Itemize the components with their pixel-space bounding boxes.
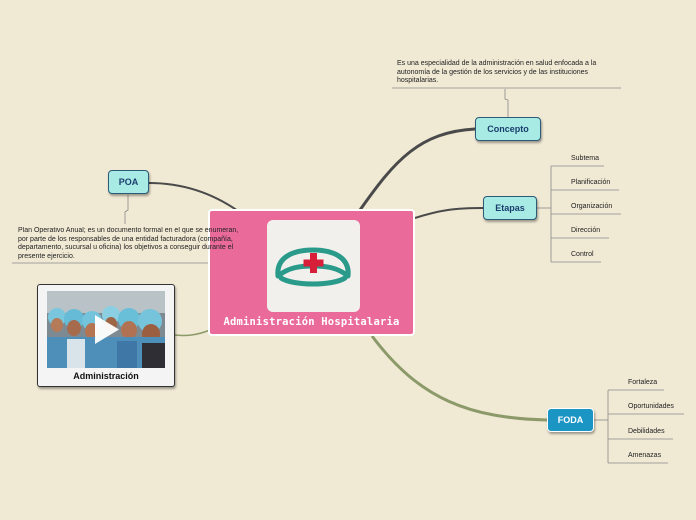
etapas-item-control[interactable]: Control — [571, 251, 594, 258]
topic-foda[interactable]: FODA — [547, 408, 594, 432]
topic-poa-label: POA — [118, 177, 139, 187]
central-title: Administración Hospitalaria — [223, 316, 400, 328]
topic-poa[interactable]: POA — [108, 170, 149, 194]
nurses-photo — [47, 291, 165, 368]
etapas-item-subtema[interactable]: Subtema — [571, 155, 600, 162]
etapas-item-planificacion[interactable]: Planificación — [571, 179, 611, 186]
topic-concepto-label: Concepto — [487, 124, 529, 134]
media-caption: Administración — [73, 371, 139, 381]
media-topic[interactable]: Administración — [37, 284, 175, 387]
foda-item-oportunidades[interactable]: Oportunidades — [628, 403, 674, 410]
poa-note: Plan Operativo Anual; es un documento fo… — [18, 227, 239, 260]
etapas-item-organizacion[interactable]: Organización — [571, 203, 613, 210]
play-icon[interactable] — [47, 291, 165, 368]
concepto-note: Es una especialidad de la administración… — [397, 60, 597, 84]
central-topic[interactable]: Administración Hospitalaria — [208, 209, 415, 336]
foda-item-fortaleza[interactable]: Fortaleza — [628, 379, 658, 386]
nurse-cap-icon — [275, 247, 351, 287]
video-thumbnail[interactable] — [47, 291, 165, 368]
topic-etapas[interactable]: Etapas — [483, 196, 537, 220]
etapas-item-direccion[interactable]: Dirección — [571, 227, 601, 234]
central-icon-box — [267, 220, 360, 312]
topic-foda-label: FODA — [557, 415, 584, 425]
foda-item-amenazas[interactable]: Amenazas — [628, 452, 662, 459]
topic-concepto[interactable]: Concepto — [475, 117, 541, 141]
topic-etapas-label: Etapas — [495, 203, 525, 213]
foda-item-debilidades[interactable]: Debilidades — [628, 428, 665, 435]
